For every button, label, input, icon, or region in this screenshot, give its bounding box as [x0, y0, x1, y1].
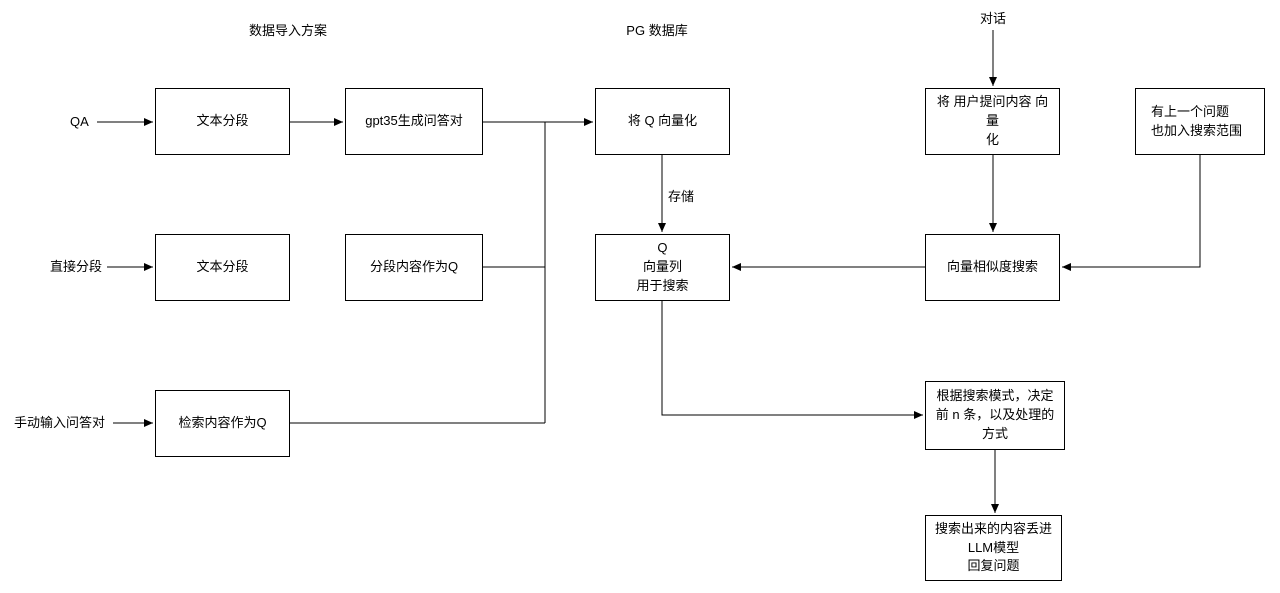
- header-import-scheme: 数据导入方案: [248, 23, 327, 38]
- node-vectorize-user-question: 将 用户提问内容 向量 化: [925, 88, 1060, 155]
- node-include-previous-question: 有上一个问题 也加入搜索范围: [1135, 88, 1265, 155]
- node-q-vector-column: Q 向量列 用于搜索: [595, 234, 730, 301]
- node-segment-as-q: 分段内容作为Q: [345, 234, 483, 301]
- node-gpt35-qa-pairs: gpt35生成问答对: [345, 88, 483, 155]
- header-conversation: 对话: [979, 11, 1006, 26]
- node-search-mode-decision: 根据搜索模式，决定 前 n 条，以及处理的 方式: [925, 381, 1065, 450]
- node-text-segment-mid: 文本分段: [155, 234, 290, 301]
- node-llm-answer: 搜索出来的内容丢进 LLM模型 回复问题: [925, 515, 1062, 581]
- node-vectorize-q: 将 Q 向量化: [595, 88, 730, 155]
- node-text-segment-top: 文本分段: [155, 88, 290, 155]
- edge-q-column-to-search-mode: [661, 301, 923, 419]
- header-pg-database: PG 数据库: [626, 23, 688, 38]
- source-label-manual-qa: 手动输入问答对: [14, 415, 106, 430]
- source-label-direct-segment: 直接分段: [50, 259, 103, 274]
- node-retrieved-as-q: 检索内容作为Q: [155, 390, 290, 457]
- node-vector-similarity-search: 向量相似度搜索: [925, 234, 1060, 301]
- source-label-qa: QA: [70, 114, 89, 129]
- edge-label-store: 存储: [668, 189, 695, 204]
- edge-previous-question-to-similarity: [1062, 155, 1201, 271]
